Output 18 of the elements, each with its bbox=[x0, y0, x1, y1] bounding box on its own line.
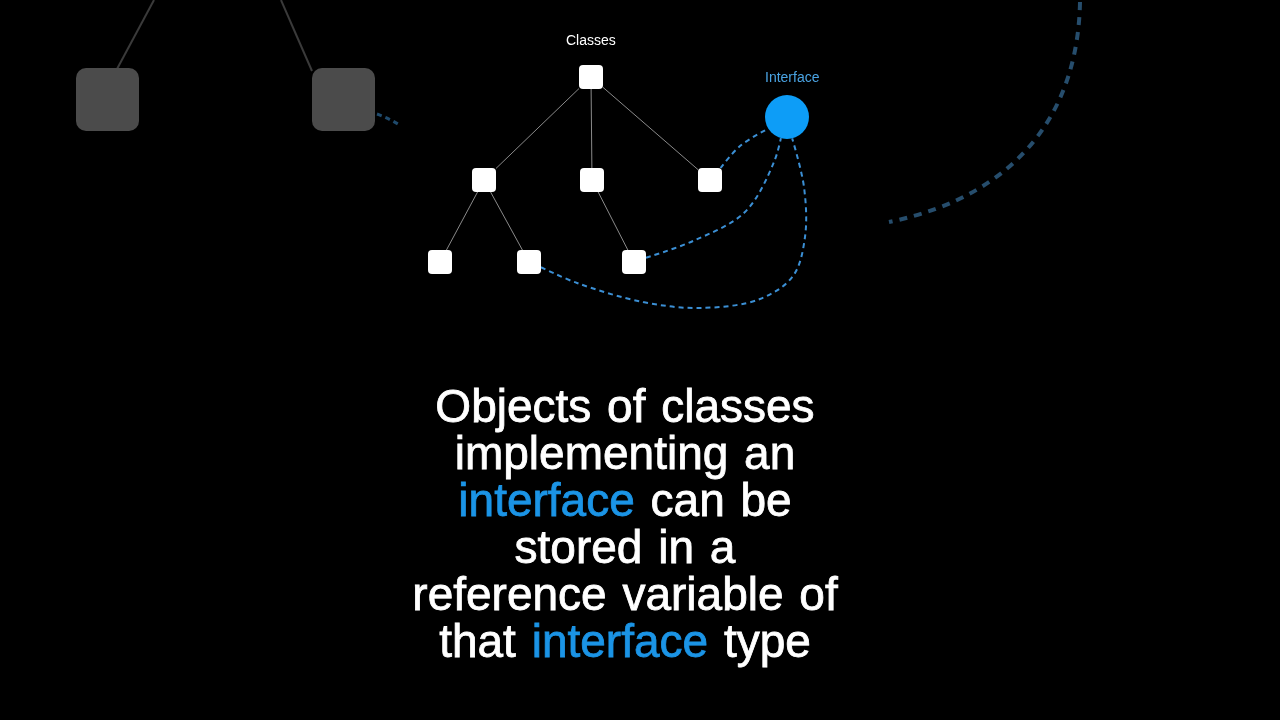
class-box bbox=[517, 250, 541, 274]
dashed-connector bbox=[645, 137, 782, 259]
connector-line bbox=[445, 191, 479, 251]
circle-label: Interface bbox=[765, 69, 820, 86]
connector-line bbox=[597, 191, 629, 251]
dashed-connector bbox=[540, 137, 808, 310]
class-box bbox=[428, 250, 452, 274]
connector-line bbox=[490, 191, 523, 251]
class-box bbox=[622, 250, 646, 274]
caption-text: Objects of classes implementing an interface can be stored in a reference variable of that interface type bbox=[411, 383, 839, 665]
connector-line bbox=[495, 88, 580, 169]
class-box bbox=[580, 168, 604, 192]
class-box bbox=[472, 168, 496, 192]
class-box bbox=[579, 65, 603, 89]
group-label: Classes bbox=[566, 32, 616, 49]
class-box bbox=[698, 168, 722, 192]
connector-line bbox=[602, 86, 699, 171]
connector-line bbox=[590, 88, 593, 169]
